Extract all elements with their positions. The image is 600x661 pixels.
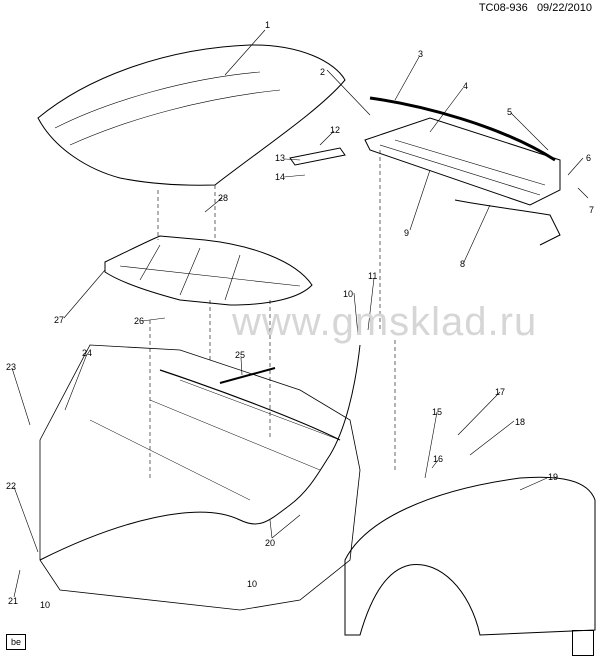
callout-7: 7 (589, 205, 594, 215)
callout-3: 3 (418, 49, 423, 59)
callout-10b: 10 (247, 579, 257, 589)
callout-10c: 10 (40, 600, 50, 610)
callout-6: 6 (586, 153, 591, 163)
callout-28: 28 (218, 193, 228, 203)
callout-13: 13 (275, 153, 285, 163)
callout-9: 9 (404, 228, 409, 238)
callout-21: 21 (8, 596, 18, 606)
callout-18: 18 (515, 417, 525, 427)
hood-insulator (104, 235, 313, 306)
callout-23: 23 (6, 362, 16, 372)
front-fender (344, 476, 596, 636)
callout-27: 27 (54, 315, 64, 325)
callout-26: 26 (134, 316, 144, 326)
callout-10a: 10 (343, 289, 353, 299)
callout-17: 17 (495, 387, 505, 397)
callout-11: 11 (368, 271, 377, 281)
hood-panel (37, 44, 346, 186)
hood-release-cable (39, 344, 361, 561)
callout-25: 25 (235, 350, 245, 360)
prop-rod (219, 367, 276, 384)
doc-id: TC08-936 (478, 2, 528, 14)
callout-4: 4 (463, 81, 468, 91)
callout-24: 24 (82, 348, 92, 358)
callout-8: 8 (460, 259, 465, 269)
doc-date: 09/22/2010 (536, 2, 592, 14)
callout-1: 1 (265, 20, 270, 30)
hood-hinge (289, 147, 346, 166)
callout-12: 12 (330, 125, 340, 135)
washer-hose (454, 199, 561, 246)
cowl-seal (369, 96, 556, 162)
callout-14: 14 (275, 172, 285, 182)
callout-2: 2 (320, 67, 325, 77)
callout-16: 16 (433, 454, 443, 464)
callout-19: 19 (548, 472, 558, 482)
cowl-vent-panel (364, 117, 561, 206)
callout-labels: 1 2 3 4 5 6 7 8 9 10 11 12 13 14 15 16 1… (6, 20, 594, 610)
front-end-structure (39, 344, 361, 611)
diagram-header: TC08-936 09/22/2010 (479, 2, 592, 14)
callout-20: 20 (265, 538, 275, 548)
callout-15: 15 (432, 407, 442, 417)
footer-badge: be (6, 634, 26, 650)
document-icon (572, 630, 594, 656)
callout-5: 5 (507, 107, 512, 117)
callout-22: 22 (6, 481, 16, 491)
